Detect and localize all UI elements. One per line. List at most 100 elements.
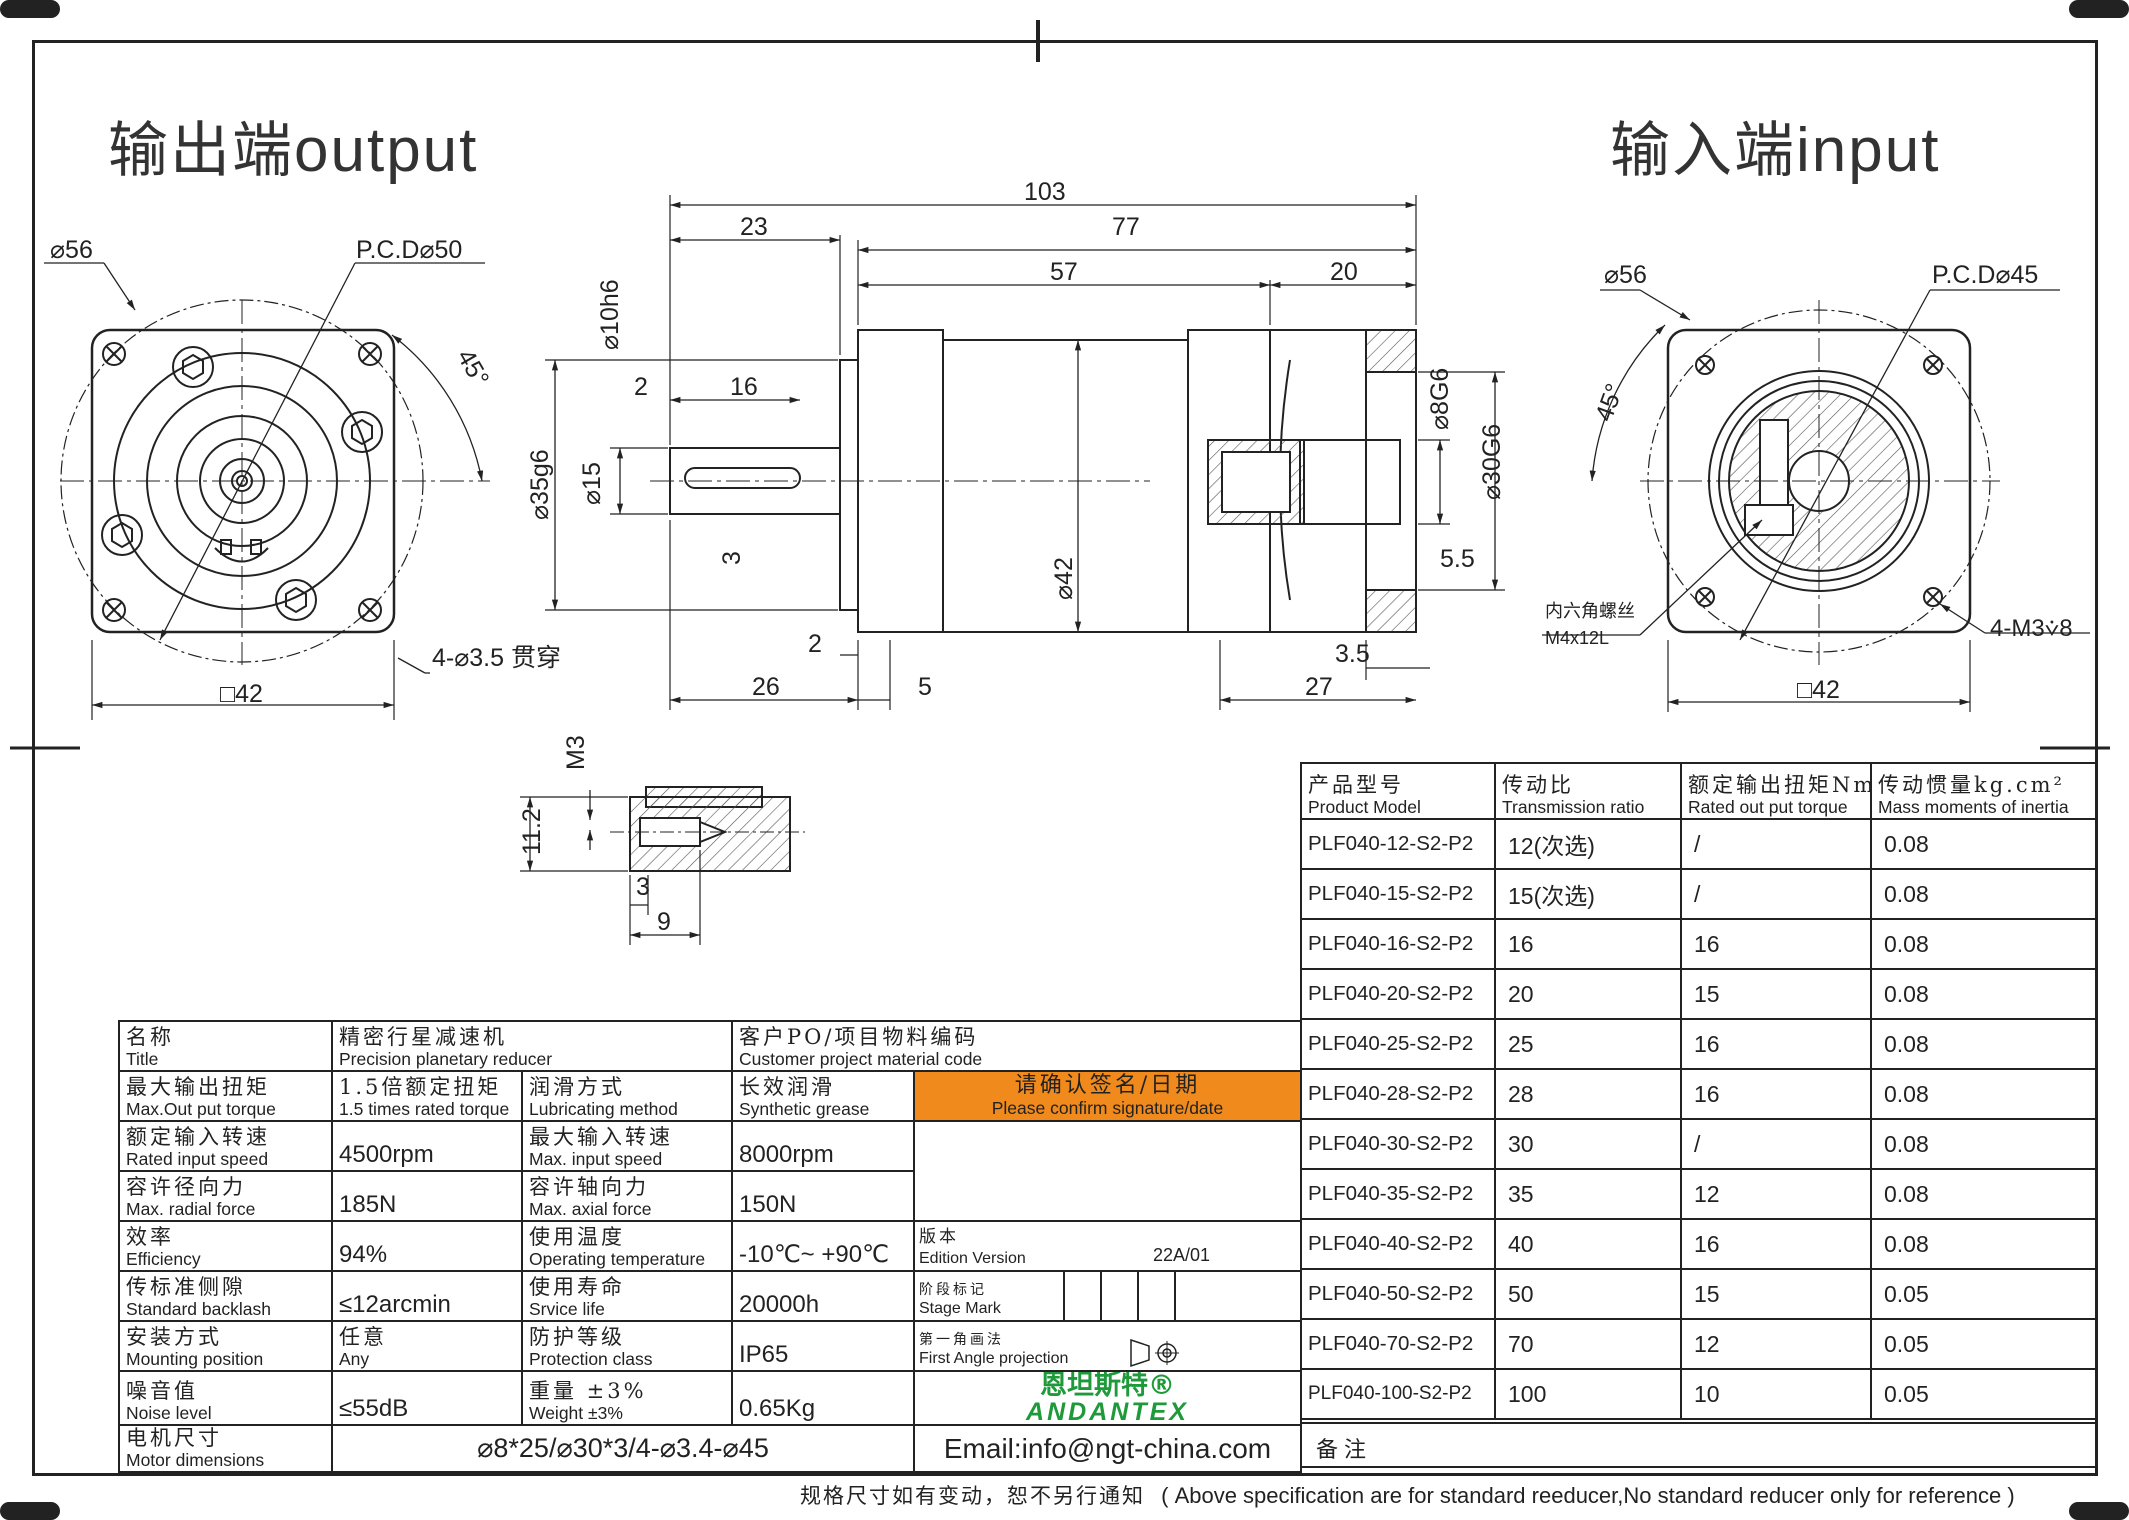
rated-input-speed-value: 4500rpm [331,1120,523,1172]
dim-103: 103 [1024,178,1066,206]
max-input-speed-value: 8000rpm [731,1120,915,1172]
output-heading-en: output [294,116,479,185]
input-square-label: □42 [1797,676,1840,704]
inertia-cell: 0.08 [1870,1018,2097,1070]
signature-box [913,1120,1302,1221]
technical-drawing: ⌀56 P.C.D⌀50 45° 4-⌀3.5 贯穿 □42 [10,20,2110,945]
efficiency-value: 94% [331,1220,523,1272]
brand-logo: 恩坦斯特® ANDANTEX [913,1370,1302,1426]
dim-77: 77 [1112,213,1140,241]
motor-dimensions-value: ⌀8*25/⌀30*3/4-⌀3.4-⌀45 [331,1424,915,1473]
footer-note: 规格尺寸如有变动，恕不另行通知 ( Above specification ar… [800,1480,2015,1510]
dim-42: ⌀42 [1050,557,1078,600]
ratio-cell: 70 [1494,1318,1682,1370]
detail-9: 9 [657,908,671,936]
dim-10h6: ⌀10h6 [596,279,624,350]
projection-symbol-icon [1130,1338,1179,1368]
detail-3: 3 [636,873,650,901]
detail-11-2: 11.2 [518,808,546,855]
output-heading-cn: 输出端 [108,116,294,186]
input-hex-en: M4x12L [1545,628,1609,648]
corner-mark [0,0,60,18]
model-cell: PLF040-16-S2-P2 [1300,918,1496,970]
inertia-cell: 0.08 [1870,1068,2097,1120]
inertia-cell: 0.08 [1870,1168,2097,1220]
inertia-cell: 0.08 [1870,818,2097,870]
dim-3: 3 [718,551,746,565]
dim-57: 57 [1050,258,1078,286]
dim-2a: 2 [634,373,648,401]
torque-cell: 10 [1680,1368,1872,1420]
service-life-value: 20000h [731,1270,915,1322]
inertia-cell: 0.08 [1870,868,2097,920]
backlash-value: ≤12arcmin [331,1270,523,1322]
protection-value: IP65 [731,1320,915,1372]
torque-cell: / [1680,818,1872,870]
inertia-cell: 0.08 [1870,968,2097,1020]
ratio-cell: 50 [1494,1268,1682,1320]
dim-30g6: ⌀30G6 [1478,424,1506,500]
input-heading-en: input [1796,116,1941,185]
drawing-frame [32,40,2098,1476]
noise-value: ≤55dB [331,1370,523,1426]
torque-cell: 16 [1680,1218,1872,1270]
ratio-cell: 100 [1494,1368,1682,1420]
input-pcd-label: P.C.D⌀45 [1932,261,2038,289]
inertia-cell: 0.08 [1870,1118,2097,1170]
torque-cell: 12 [1680,1318,1872,1370]
weight-label: 重量 ±3%Weight ±3% [521,1370,733,1426]
edition-value: 22A/01 [1152,1245,1211,1265]
input-thread-label: 4-M3⩒8 [1990,615,2073,642]
ratio-cell: 25 [1494,1018,1682,1070]
output-angle-label: 45° [451,345,494,392]
inertia-cell: 0.08 [1870,1218,2097,1270]
model-cell: PLF040-70-S2-P2 [1300,1318,1496,1370]
torque-cell: 12 [1680,1168,1872,1220]
dim-20: 20 [1330,258,1358,286]
weight-value: 0.65Kg [731,1370,915,1426]
model-cell: PLF040-100-S2-P2 [1300,1368,1496,1420]
radial-force-value: 185N [331,1170,523,1222]
ratio-cell: 12(次选) [1494,818,1682,870]
output-holes-label: 4-⌀3.5 贯穿 [432,644,561,672]
ratio-cell: 15(次选) [1494,868,1682,920]
corner-mark [0,1502,60,1520]
dim-27: 27 [1305,673,1333,701]
model-cell: PLF040-25-S2-P2 [1300,1018,1496,1070]
torque-cell: / [1680,868,1872,920]
input-dia-label: ⌀56 [1604,261,1647,289]
torque-cell: / [1680,1118,1872,1170]
model-cell: PLF040-12-S2-P2 [1300,818,1496,870]
temperature-value: -10℃~ +90℃ [731,1220,915,1272]
dim-16: 16 [730,373,758,401]
ratio-cell: 28 [1494,1068,1682,1120]
detail-m3: M3 [562,735,590,770]
corner-mark [2069,0,2129,18]
